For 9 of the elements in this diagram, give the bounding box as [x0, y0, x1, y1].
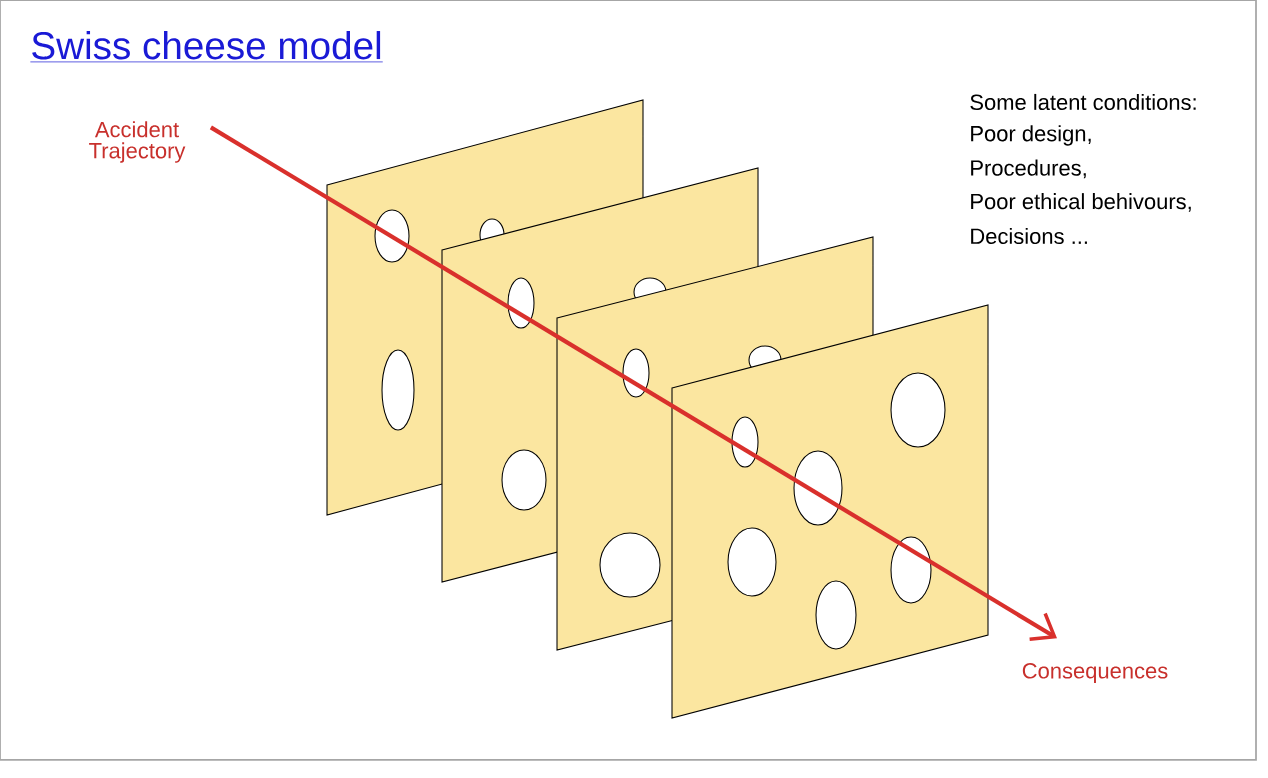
note-text: Poor ethical behivours,	[971, 193, 1191, 212]
note-text: Poor design,	[971, 125, 1091, 146]
text-label: Accident Trajectory	[89, 121, 186, 163]
text-label: Consequences	[1022, 663, 1168, 683]
note-text: Procedures,	[971, 159, 1086, 179]
note-text: Some latent conditions:	[970, 93, 1196, 111]
note-text: Decisions ...	[971, 227, 1087, 245]
title: Swiss cheese model	[30, 31, 384, 63]
arrow	[209, 125, 1057, 641]
